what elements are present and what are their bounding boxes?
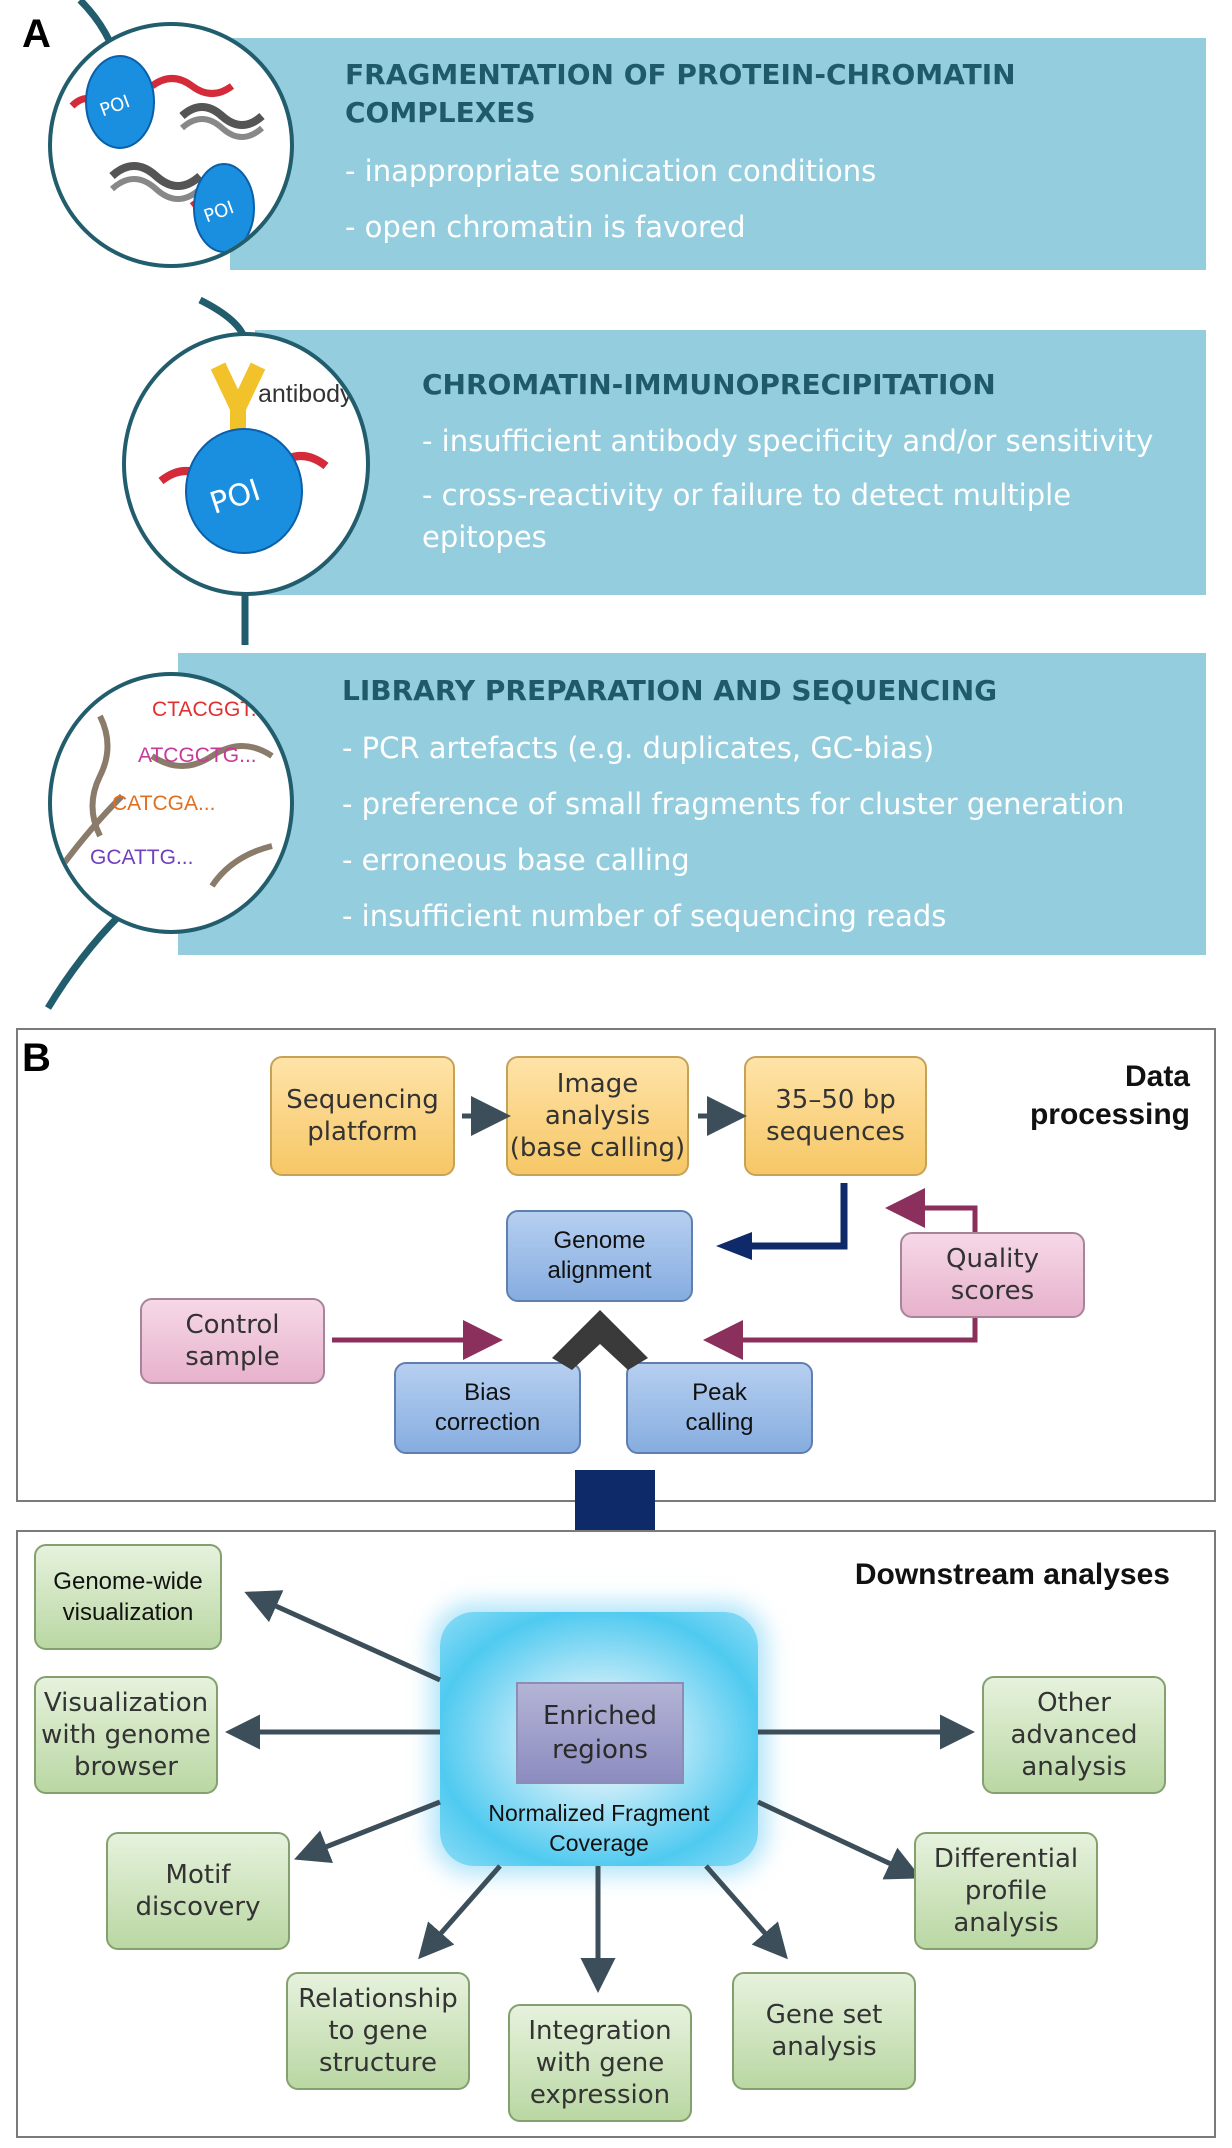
node-line: analysis [1021, 1752, 1127, 1782]
caption-line: Coverage [549, 1830, 649, 1856]
step-title-library: LIBRARY PREPARATION AND SEQUENCING [342, 674, 998, 707]
sequence-label: GCATTG... [90, 846, 193, 869]
enriched-regions-node: Enriched regions [516, 1682, 684, 1784]
node-line: browser [73, 1752, 178, 1782]
node-line: advanced [1010, 1720, 1138, 1750]
step-box-fragmentation [230, 38, 1206, 270]
node-line: Motif [165, 1860, 231, 1890]
node-line: Peak [692, 1379, 747, 1406]
heading-line: Data [1124, 1060, 1190, 1093]
step-box-chip [255, 330, 1206, 595]
illustration-library: CTACGGT... ATCGCTG... CATCGA... GCATTG..… [48, 672, 294, 934]
caption-line: Normalized Fragment [488, 1800, 710, 1826]
normalized-fragment-coverage-caption: Normalized Fragment Coverage [446, 1798, 752, 1858]
title-line: COMPLEXES [345, 96, 536, 129]
panel-b-letter: B [22, 1036, 51, 1080]
node-line: Gene set [765, 2000, 883, 2030]
step-item: - erroneous base calling [342, 843, 690, 877]
step-item: - inappropriate sonication conditions [345, 154, 877, 188]
node-line: analysis [953, 1908, 1059, 1938]
node-line: regions [552, 1735, 648, 1765]
heading-line: processing [1029, 1098, 1190, 1131]
node-line: calling [685, 1409, 754, 1436]
node-line: Integration [528, 2016, 672, 2046]
sequence-label: CTACGGT... [152, 698, 268, 721]
antibody-label: antibody [258, 380, 353, 408]
node-line: analysis [771, 2032, 877, 2062]
title-line: FRAGMENTATION OF PROTEIN-CHROMATIN [345, 58, 1016, 91]
data-processing-arrows [332, 1096, 978, 1370]
node-line: Relationship [298, 1984, 458, 2014]
genome-wide-visualization-node: Genome-wide visualization [34, 1544, 222, 1650]
step-item: - insufficient antibody specificity and/… [422, 424, 1154, 458]
fragmentation-illustration-graphic: POI POI [69, 55, 265, 253]
illustration-fragmentation: POI POI [48, 22, 294, 268]
node-line: Visualization [43, 1688, 209, 1718]
node-line: platform [307, 1117, 418, 1147]
node-line: expression [529, 2080, 671, 2110]
node-line: to gene [328, 2016, 428, 2046]
node-line: alignment [547, 1257, 652, 1284]
downstream-arrows [225, 1590, 975, 1993]
node-line: scores [950, 1276, 1035, 1306]
node-line: visualization [62, 1599, 194, 1626]
image-analysis-node: Image analysis(base calling) [506, 1056, 689, 1176]
node-line: Image analysis [544, 1069, 651, 1131]
node-line: Other [1037, 1688, 1111, 1718]
node-line: Differential [933, 1844, 1079, 1874]
chip-illustration-graphic: antibody POI [158, 362, 353, 554]
node-line: Enriched [542, 1701, 658, 1731]
step-box-library [178, 653, 1206, 955]
node-line: Genome [553, 1227, 646, 1254]
genome-alignment-node: Genome alignment [506, 1210, 693, 1302]
node-line: with gene [535, 2048, 665, 2078]
library-illustration-graphic: CTACGGT... ATCGCTG... CATCGA... GCATTG..… [59, 698, 274, 888]
node-line: Quality [946, 1244, 1039, 1274]
peak-calling-node: Peak calling [626, 1362, 813, 1454]
node-line: sequences [766, 1117, 905, 1147]
node-line: structure [318, 2048, 437, 2078]
illustration-chip: antibody POI [122, 332, 370, 596]
node-line: discovery [135, 1892, 261, 1922]
step-item: - PCR artefacts (e.g. duplicates, GC-bia… [342, 731, 935, 765]
downstream-heading: Downstream analyses [854, 1558, 1170, 1591]
node-line: Bias [464, 1379, 511, 1406]
step-item: - cross-reactivity or failure to detect … [422, 478, 1072, 554]
panel-a-letter: A [22, 12, 51, 56]
node-line: sample [185, 1342, 280, 1372]
step-item: - preference of small fragments for clus… [342, 787, 1125, 821]
node-line: with genome [41, 1720, 211, 1750]
sequence-label: CATCGA... [112, 792, 215, 815]
node-line: 35–50 bp [775, 1085, 896, 1115]
node-line: correction [434, 1409, 541, 1436]
bias-correction-node: Bias correction [394, 1362, 581, 1454]
sequence-label: ATCGCTG... [138, 744, 257, 767]
node-line: Control [185, 1310, 280, 1340]
step-title-fragmentation: FRAGMENTATION OF PROTEIN-CHROMATIN COMPL… [345, 56, 1185, 132]
step-title-chip: CHROMATIN-IMMUNOPRECIPITATION [422, 368, 996, 401]
step-item: - open chromatin is favored [345, 210, 746, 244]
node-line: (base calling) [509, 1133, 686, 1163]
data-processing-heading: Data processing [900, 1058, 1190, 1134]
node-line: Genome-wide [53, 1568, 203, 1595]
step-item: - insufficient number of sequencing read… [342, 899, 947, 933]
node-line: profile [964, 1876, 1048, 1906]
node-line: Sequencing [286, 1085, 439, 1115]
